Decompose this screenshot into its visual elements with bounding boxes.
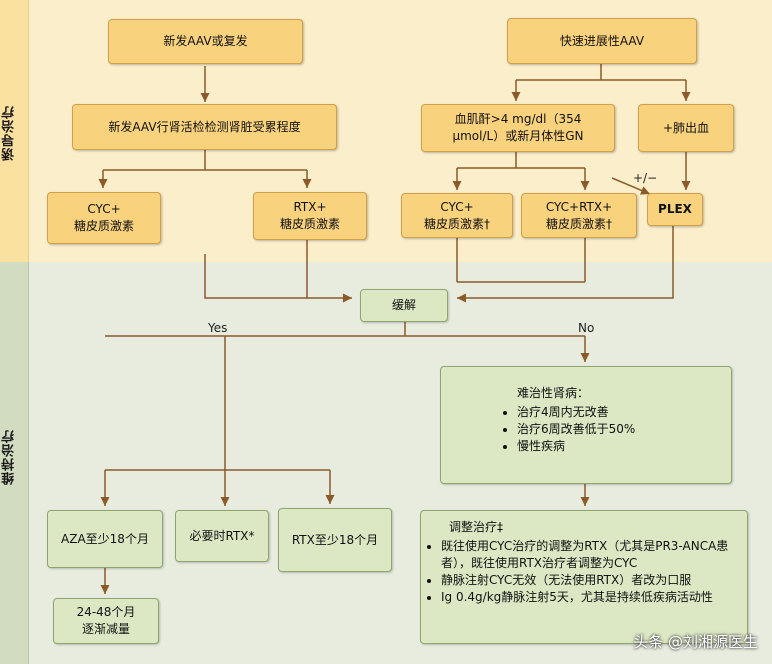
rapid-aav-text: 快速进展性AAV: [559, 33, 645, 48]
rtx-left-line2: 糖皮质激素: [279, 217, 340, 231]
yes-label: Yes: [208, 321, 228, 335]
cyc-left-line1: CYC+: [87, 202, 121, 216]
rtx-if-needed-box: 必要时RTX*: [175, 510, 269, 562]
aza-box: AZA至少18个月: [47, 510, 163, 568]
cyc-right-line1: CYC+: [440, 199, 474, 214]
maintenance-sidebar: [0, 262, 29, 664]
taper-line1: 24-48个月: [76, 605, 136, 619]
taper-box: 24-48个月 逐渐减量: [53, 598, 159, 644]
taper-line2: 逐渐减量: [81, 622, 130, 636]
cycrtx-line2: 糖皮质激素†: [545, 216, 612, 231]
refractory-item: 慢性疾病: [517, 438, 635, 455]
rtx-left-line1: RTX+: [293, 200, 327, 214]
plex-box: PLEX: [647, 193, 703, 226]
new-aav-box: 新发AAV或复发: [108, 19, 303, 64]
pulmonary-hemorrhage-box: +肺出血: [638, 104, 734, 152]
cyc-rtx-steroid-box: CYC+RTX+ 糖皮质激素†: [521, 193, 637, 238]
refractory-item: 治疗6周改善低于50%: [517, 421, 635, 438]
adjust-treatment-box: 调整治疗‡ 既往使用CYC治疗的调整为RTX（尤其是PR3-ANCA患者），既往…: [420, 510, 748, 644]
biopsy-box: 新发AAV行肾活检检测肾脏受累程度: [72, 104, 337, 150]
plex-text: PLEX: [658, 202, 692, 216]
no-label: No: [578, 321, 595, 335]
induction-sidebar: [0, 0, 29, 262]
refractory-box: 难治性肾病： 治疗4周内无改善 治疗6周改善低于50% 慢性疾病: [440, 366, 732, 484]
rtx-steroid-box: RTX+ 糖皮质激素: [253, 192, 367, 240]
rtx-18-months-box: RTX至少18个月: [278, 508, 392, 572]
remission-text: 缓解: [391, 298, 416, 312]
creatinine-box: 血肌酐>4 mg/dl（354 μmol/L）或新月体性GN: [421, 104, 615, 152]
cyc-right-line2: 糖皮质激素†: [423, 216, 490, 231]
refractory-title: 难治性肾病：: [517, 386, 590, 400]
refractory-item: 治疗4周内无改善: [517, 404, 635, 421]
biopsy-text: 新发AAV行肾活检检测肾脏受累程度: [108, 119, 301, 134]
watermark: 头条 @刘湘源医生: [633, 633, 758, 651]
creatinine-line2: μmol/L）或新月体性GN: [452, 129, 584, 143]
cyc-steroid-right-box: CYC+ 糖皮质激素†: [401, 193, 513, 238]
new-aav-text: 新发AAV或复发: [163, 34, 248, 48]
adjust-item: 既往使用CYC治疗的调整为RTX（尤其是PR3-ANCA患者），既往使用RTX治…: [441, 538, 739, 572]
adjust-title: 调整治疗‡: [449, 520, 504, 534]
creatinine-line1: 血肌酐>4 mg/dl（354: [454, 112, 582, 126]
adjust-item: 静脉注射CYC无效（无法使用RTX）者改为口服: [441, 572, 739, 589]
rapid-aav-box: 快速进展性AAV: [507, 18, 697, 64]
adjust-item: Ig 0.4g/kg静脉注射5天，尤其是持续低疾病活动性: [441, 589, 739, 606]
remission-box: 缓解: [360, 289, 448, 322]
rtx18-text: RTX至少18个月: [291, 532, 379, 547]
cycrtx-line1: CYC+RTX+: [545, 199, 613, 214]
cyc-left-line2: 糖皮质激素: [73, 219, 134, 233]
rtx-needed-text: 必要时RTX*: [189, 528, 255, 543]
pulm-hemorrhage-text: +肺出血: [662, 120, 710, 135]
cyc-steroid-left-box: CYC+ 糖皮质激素: [47, 192, 161, 244]
aza-text: AZA至少18个月: [61, 531, 149, 546]
plus-minus-label: +/−: [633, 171, 658, 185]
